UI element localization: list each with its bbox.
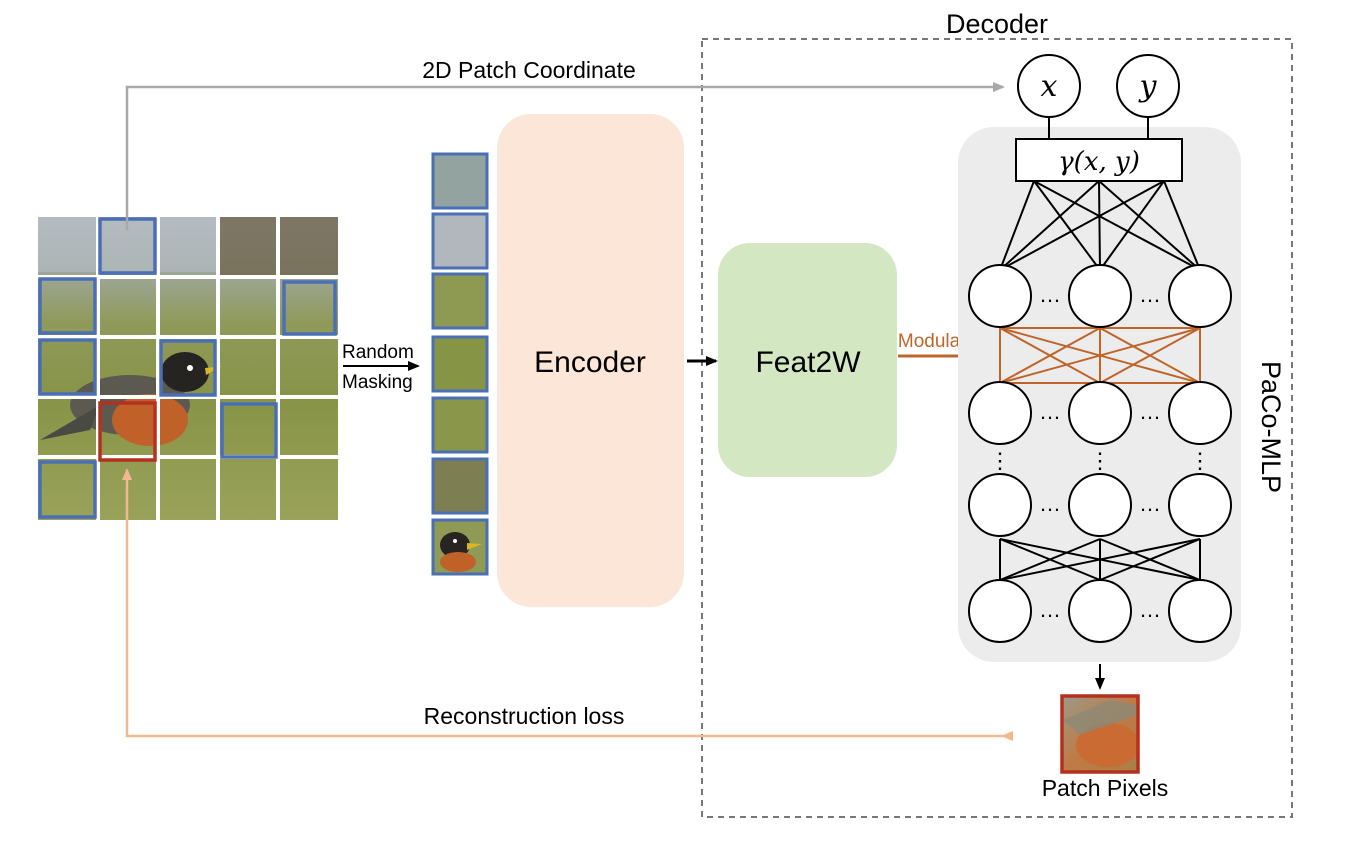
masked-token xyxy=(431,212,489,270)
neuron-ellipsis: … xyxy=(1039,282,1061,307)
decoder-title: Decoder xyxy=(946,9,1048,39)
patch-coordinate-label: 2D Patch Coordinate xyxy=(422,57,636,83)
masked-token xyxy=(431,335,489,393)
layer-ellipsis: ⋮ xyxy=(989,448,1011,473)
positional-encoding-box xyxy=(1015,138,1183,182)
neuron-ellipsis: … xyxy=(1139,399,1161,424)
neuron xyxy=(1068,473,1132,537)
target-patch xyxy=(98,401,157,462)
random-label: Random xyxy=(342,342,414,363)
reconstruction-loss-label: Reconstruction loss xyxy=(424,703,625,729)
neuron xyxy=(1168,473,1232,537)
input-edges xyxy=(999,180,1201,271)
neuron-ellipsis-group: … … … … … … … … xyxy=(1039,282,1161,622)
patch-pixels-label: Patch Pixels xyxy=(1042,775,1169,801)
modulate-label: Modulate xyxy=(898,331,976,352)
masked-patch xyxy=(220,402,278,459)
y-input-label: y xyxy=(1138,69,1158,104)
masked-token xyxy=(431,396,489,454)
x-input-label: x xyxy=(1041,69,1058,104)
masked-token xyxy=(431,272,489,330)
masked-token xyxy=(431,152,489,210)
neuron xyxy=(1168,381,1232,445)
reconstruction-loss-arrow xyxy=(122,468,1013,741)
neuron xyxy=(1168,264,1232,328)
neuron xyxy=(968,473,1032,537)
masked-token-stack xyxy=(431,152,489,576)
neuron-ellipsis: … xyxy=(1139,491,1161,516)
neuron xyxy=(1168,579,1232,643)
neuron xyxy=(968,579,1032,643)
positional-encoding-label: γ(x, y) xyxy=(1058,147,1140,177)
masked-patch xyxy=(282,280,337,336)
neuron xyxy=(1068,264,1132,328)
neuron-ellipsis: … xyxy=(1139,597,1161,622)
paco-mlp-label: PaCo-MLP xyxy=(1256,361,1286,493)
neuron xyxy=(968,381,1032,445)
masked-patch xyxy=(159,339,217,397)
mlp-neurons xyxy=(968,264,1232,643)
neuron-ellipsis: … xyxy=(1039,597,1061,622)
layer-ellipsis: ⋮ xyxy=(1089,448,1111,473)
patch-coordinate-arrow xyxy=(125,82,1005,230)
neuron xyxy=(1068,579,1132,643)
feat2w-label: Feat2W xyxy=(755,346,861,379)
decoder-boundary xyxy=(701,38,1293,818)
masked-patch xyxy=(38,338,97,396)
masking-label: Masking xyxy=(342,372,413,393)
neuron-ellipsis: … xyxy=(1039,491,1061,516)
layer-ellipsis-group: ⋮ ⋮ ⋮ xyxy=(989,448,1211,473)
hidden-edges xyxy=(999,538,1201,581)
masked-token xyxy=(431,457,489,515)
neuron-ellipsis: … xyxy=(1039,399,1061,424)
encoder-block xyxy=(497,114,684,607)
neuron xyxy=(968,264,1032,328)
neuron-ellipsis: … xyxy=(1139,282,1161,307)
masked-token xyxy=(431,518,489,576)
masked-patch xyxy=(38,460,97,519)
encoder-label: Encoder xyxy=(534,346,646,379)
input-image xyxy=(38,217,338,520)
output-patch xyxy=(1060,694,1140,774)
layer-ellipsis: ⋮ xyxy=(1189,448,1211,473)
masked-patch xyxy=(38,277,97,335)
neuron xyxy=(1068,381,1132,445)
feat2w-block xyxy=(718,243,897,477)
